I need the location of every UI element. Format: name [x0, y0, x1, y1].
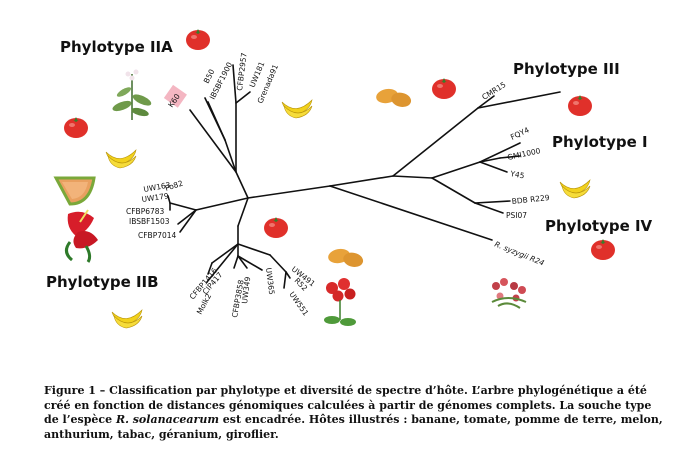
leaf-uw365: UW365 [264, 267, 276, 295]
banana-icon [111, 309, 143, 329]
anthurium-icon [65, 209, 98, 263]
geranium-icon [324, 278, 356, 326]
phylotype-iii-label: Phylotype III [513, 60, 620, 78]
figure-label: Figure 1 – [44, 384, 106, 397]
leaf-cfbp6783: CFBP6783 [126, 207, 165, 216]
banana-icon [559, 179, 591, 199]
tree-branches [167, 64, 561, 289]
leaf-uw349: UW349 [240, 276, 252, 304]
leaf-ibsbf1503: IBSBF1503 [129, 217, 170, 226]
leaf-bdb-r229: BDB R229 [511, 193, 550, 206]
leaf-r-syzygii-r24: R. syzygii R24 [493, 240, 546, 268]
phylotype-iv-label: Phylotype IV [545, 217, 653, 235]
leaf-gmi1000: GMI1000 [507, 146, 542, 162]
leaf-uw551: UW551 [287, 290, 310, 318]
type-strain-box [163, 84, 187, 108]
leaf-psi07: PSI07 [506, 211, 527, 220]
wallflower-icon [491, 278, 527, 309]
phylogenetic-tree: Phylotype IIA Phylotype IIB Phylotype II… [46, 29, 653, 329]
host-illustrations [53, 29, 615, 329]
leaf-y45: Y45 [509, 169, 526, 181]
figure-caption: Figure 1 – Classification par phylotype … [44, 384, 664, 442]
phylotype-iib-label: Phylotype IIB [46, 273, 159, 291]
leaf-fqy4: FQY4 [509, 125, 531, 142]
species-name: R. solanacearum [115, 413, 219, 426]
tomato-icon [64, 117, 88, 138]
tobacco-icon [112, 69, 152, 120]
caption-text-part2: est encadrée. Hôtes illustrés : banane, … [44, 413, 663, 441]
leaf-cmr15: CMR15 [480, 80, 507, 102]
tomato-icon [568, 95, 592, 116]
potato-icon [327, 247, 365, 269]
leaf-cfbp7014: CFBP7014 [138, 231, 177, 240]
melon-icon [53, 176, 96, 206]
phylotype-iia-label: Phylotype IIA [60, 38, 173, 56]
tomato-icon [591, 239, 615, 260]
banana-icon [281, 99, 313, 119]
tomato-icon [264, 217, 288, 238]
tomato-icon [186, 29, 210, 50]
tomato-icon [432, 78, 456, 99]
banana-icon [105, 149, 137, 169]
leaf-uw179: UW179 [141, 191, 169, 204]
potato-icon [375, 87, 413, 109]
caption-text-part1: Classification par phylotype et diversit… [44, 384, 652, 426]
phylotype-i-label: Phylotype I [552, 133, 648, 151]
